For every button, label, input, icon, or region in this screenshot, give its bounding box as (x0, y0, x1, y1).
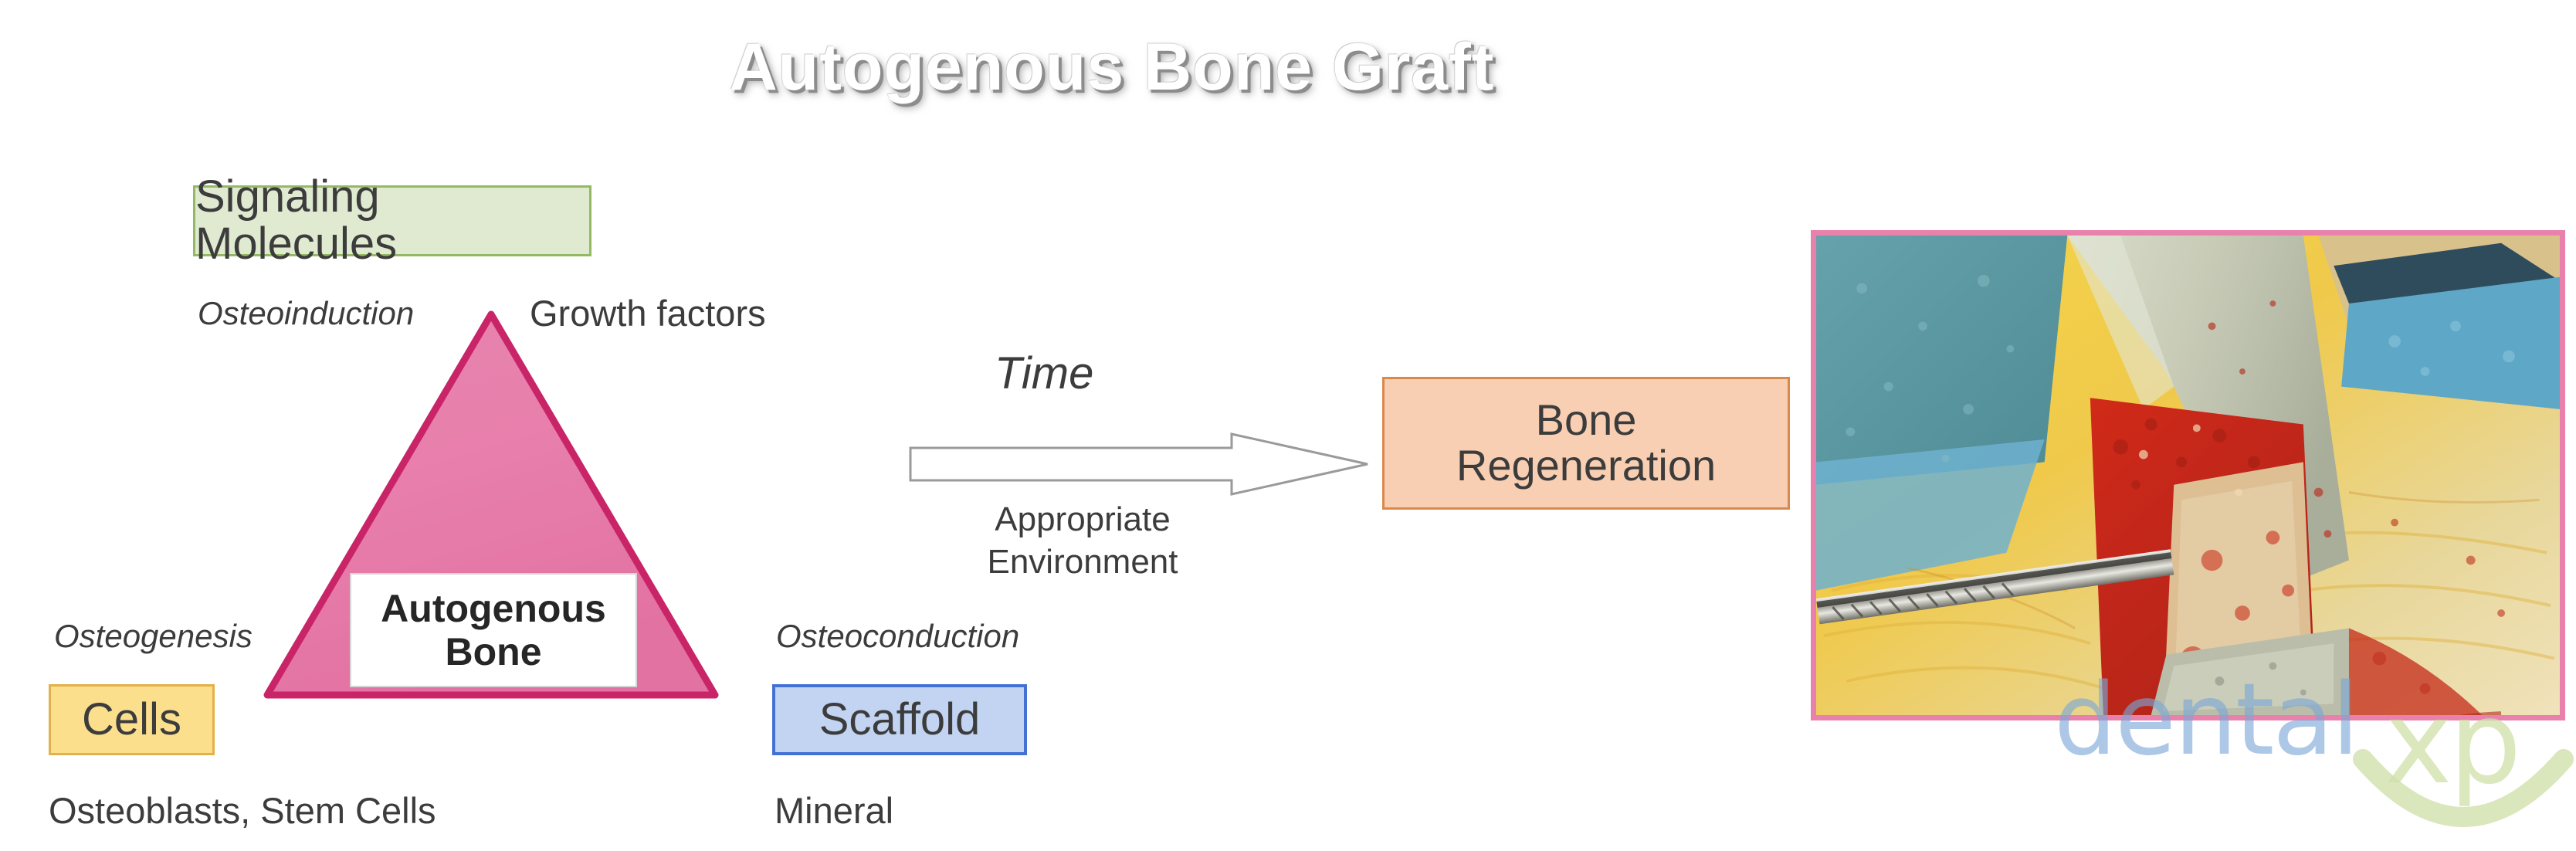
osteoblasts-stem-cells-label: Osteoblasts, Stem Cells (49, 790, 436, 831)
surgical-bone-graft-photo (1811, 230, 2565, 720)
autogenous-bone-center-box: Autogenous Bone (350, 573, 637, 687)
cells-box: Cells (49, 684, 215, 755)
signaling-molecules-label: Signaling Molecules (195, 171, 398, 269)
appropriate-environment-label: Appropriate Environment (967, 498, 1198, 583)
cells-label: Cells (82, 693, 181, 744)
growth-factors-label: Growth factors (530, 293, 766, 334)
surgical-photo-illustration (1816, 236, 2560, 715)
environment-line-2: Environment (987, 543, 1178, 581)
signaling-molecules-box: Signaling Molecules (193, 173, 591, 267)
time-label: Time (995, 348, 1094, 398)
scaffold-box: Scaffold (772, 684, 1027, 755)
page-title: Autogenous Bone Graft (729, 30, 1495, 104)
watermark-smile-arc-icon (2353, 749, 2574, 827)
environment-line-1: Appropriate (995, 500, 1171, 538)
osteoinduction-label: Osteoinduction (198, 295, 415, 331)
autogenous-bone-line-1: Autogenous (381, 587, 606, 630)
scaffold-label: Scaffold (819, 693, 981, 744)
osteoconduction-label: Osteoconduction (776, 618, 1020, 654)
bone-regeneration-box: Bone Regeneration (1382, 377, 1790, 510)
autogenous-bone-line-2: Bone (445, 630, 542, 673)
bone-regeneration-line-2: Regeneration (1456, 441, 1717, 490)
osteogenesis-label: Osteogenesis (54, 618, 253, 654)
mineral-label: Mineral (774, 790, 894, 831)
right-arrow-icon (909, 432, 1368, 496)
bone-regeneration-line-1: Bone (1535, 395, 1637, 445)
